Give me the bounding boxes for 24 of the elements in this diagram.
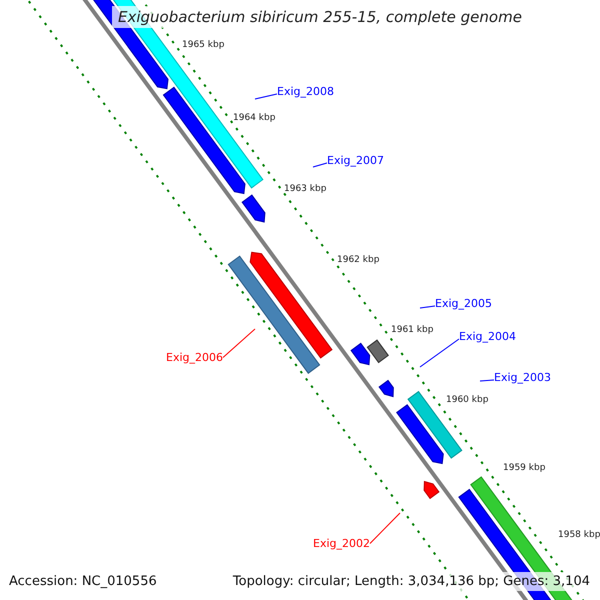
gene-label: Exig_2007 [327,154,384,167]
gene-label: Exig_2005 [435,297,492,310]
leader-line [254,94,278,100]
scale-label: 1962 kbp [337,255,380,265]
leader-line [420,306,436,308]
summary-text: Topology: circular; Length: 3,034,136 bp; Genes: 3,104 [230,572,592,591]
scale-label: 1963 kbp [284,184,326,194]
scale-label: 1959 kbp [503,463,546,473]
gene-label: Exig_2004 [459,330,516,343]
leader-line [370,512,400,544]
scale-label: 1965 kbp [182,40,224,50]
accession-text: Accession: NC_010556 [9,574,157,589]
scale-label: 1958 kbp [558,530,600,540]
gene-label: Exig_2002 [313,537,370,550]
leader-line [222,328,256,358]
gene-label: Exig_2003 [494,371,551,384]
scale-label: 1964 kbp [233,113,276,123]
scale-label: 1960 kbp [446,395,488,405]
leader-line [312,162,328,168]
leader-line [420,338,460,368]
scale-label: 1961 kbp [391,325,434,335]
leader-line [480,380,494,382]
gene-label: Exig_2006 [166,351,223,364]
gene-label: Exig_2008 [277,85,334,98]
